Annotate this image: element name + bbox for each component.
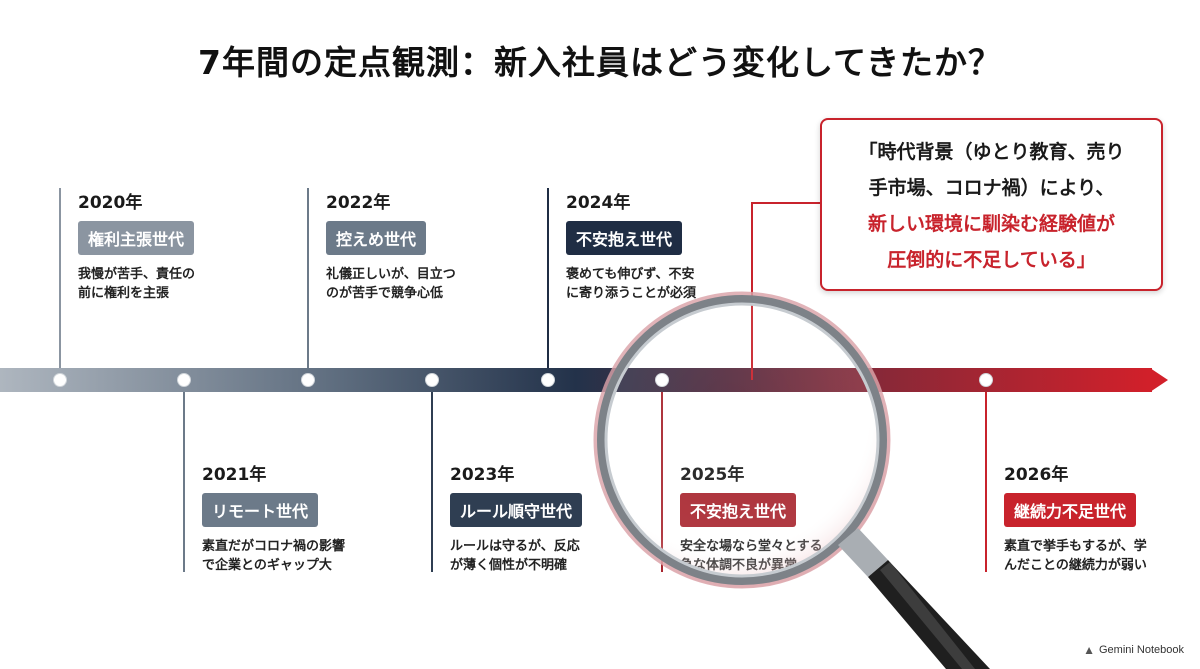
description-line-1: 我慢が苦手、責任の <box>78 267 196 282</box>
generation-badge: 控えめ世代 <box>326 221 427 255</box>
timeline-dot-3 <box>425 373 439 387</box>
timeline-description: 褒めても伸びず、不安に寄り添うことが必須 <box>566 265 696 303</box>
timeline-item-0: 2020年権利主張世代我慢が苦手、責任の前に権利を主張 <box>78 188 195 303</box>
description-line-2: に寄り添うことが必須 <box>566 286 697 301</box>
generation-badge: 不安抱え世代 <box>566 221 683 255</box>
timeline-item-3: 2023年ルール順守世代ルールは守るが、反応が薄く個性が不明確 <box>450 460 583 575</box>
callout-box: 「時代背景（ゆとり教育、売り 手市場、コロナ禍）により、 新しい環境に馴染む経験… <box>820 118 1163 291</box>
description-line-1: 素直で挙手もするが、学 <box>1004 539 1147 554</box>
timeline-description: ルールは守るが、反応が薄く個性が不明確 <box>450 537 582 575</box>
timeline-dot-0 <box>53 373 67 387</box>
timeline-dot-2 <box>301 373 315 387</box>
callout-line-4: 圧倒的に不足している」 <box>887 249 1096 271</box>
timeline-description: 礼儀正しいが、目立つのが苦手で競争心低 <box>326 265 456 303</box>
callout-line-2: 手市場、コロナ禍）により、 <box>868 177 1115 199</box>
callout-connector <box>751 202 820 380</box>
timeline-dot-4 <box>541 373 555 387</box>
description-line-2: 急な体調不良が異常 <box>680 558 798 573</box>
timeline-arrow-head <box>1150 368 1168 392</box>
page-title: 7年間の定点観測：新入社員はどう変化してきたか？ <box>198 43 1002 82</box>
generation-badge: ルール順守世代 <box>450 493 583 527</box>
timeline-dot-6 <box>979 373 993 387</box>
description-line-1: 安全な場なら堂々とする <box>680 539 823 554</box>
timeline-description: 安全な場なら堂々とする急な体調不良が異常 <box>680 537 823 575</box>
watermark: ▲ Gemini Notebook <box>1083 643 1184 657</box>
timeline-bar <box>0 368 1152 392</box>
description-line-2: んだことの継続力が弱い <box>1004 558 1147 573</box>
timeline-item-1: 2021年リモート世代素直だがコロナ禍の影響で企業とのギャップ大 <box>202 460 345 575</box>
timeline-year: 2024年 <box>566 193 631 213</box>
description-line-1: 素直だがコロナ禍の影響 <box>202 539 346 554</box>
description-line-2: で企業とのギャップ大 <box>202 558 332 573</box>
callout-line-1: 「時代背景（ゆとり教育、売り <box>858 141 1125 163</box>
description-line-1: 褒めても伸びず、不安 <box>566 267 695 282</box>
description-line-2: 前に権利を主張 <box>78 286 170 301</box>
description-line-1: 礼儀正しいが、目立つ <box>326 267 456 282</box>
callout-line-3: 新しい環境に馴染む経験値が <box>867 213 1115 235</box>
timeline-year: 2026年 <box>1004 465 1069 485</box>
timeline-description: 素直だがコロナ禍の影響で企業とのギャップ大 <box>202 537 345 575</box>
timeline-year: 2023年 <box>450 465 515 485</box>
timeline-item-2: 2022年控えめ世代礼儀正しいが、目立つのが苦手で競争心低 <box>326 188 456 303</box>
timeline-dot-1 <box>177 373 191 387</box>
generation-badge: 不安抱え世代 <box>680 493 797 527</box>
timeline-description: 素直で挙手もするが、学んだことの継続力が弱い <box>1004 537 1147 575</box>
generation-badge: 権利主張世代 <box>78 221 195 255</box>
timeline-item-5: 2025年不安抱え世代安全な場なら堂々とする急な体調不良が異常 <box>680 460 823 575</box>
description-line-2: が薄く個性が不明確 <box>450 558 568 573</box>
timeline-year: 2020年 <box>78 193 143 213</box>
timeline-year: 2022年 <box>326 193 391 213</box>
timeline-dot-5 <box>655 373 669 387</box>
timeline-item-4: 2024年不安抱え世代褒めても伸びず、不安に寄り添うことが必須 <box>566 188 696 303</box>
watermark-text: Gemini Notebook <box>1099 644 1184 656</box>
generation-badge: 継続力不足世代 <box>1004 493 1137 527</box>
timeline-year: 2025年 <box>680 465 745 485</box>
timeline-year: 2021年 <box>202 465 267 485</box>
description-line-2: のが苦手で競争心低 <box>326 286 444 301</box>
timeline-description: 我慢が苦手、責任の前に権利を主張 <box>78 265 195 303</box>
gemini-notebook-logo-icon: ▲ <box>1083 643 1095 657</box>
description-line-1: ルールは守るが、反応 <box>450 539 580 554</box>
timeline-item-6: 2026年継続力不足世代素直で挙手もするが、学んだことの継続力が弱い <box>1004 460 1147 575</box>
generation-badge: リモート世代 <box>202 493 319 527</box>
